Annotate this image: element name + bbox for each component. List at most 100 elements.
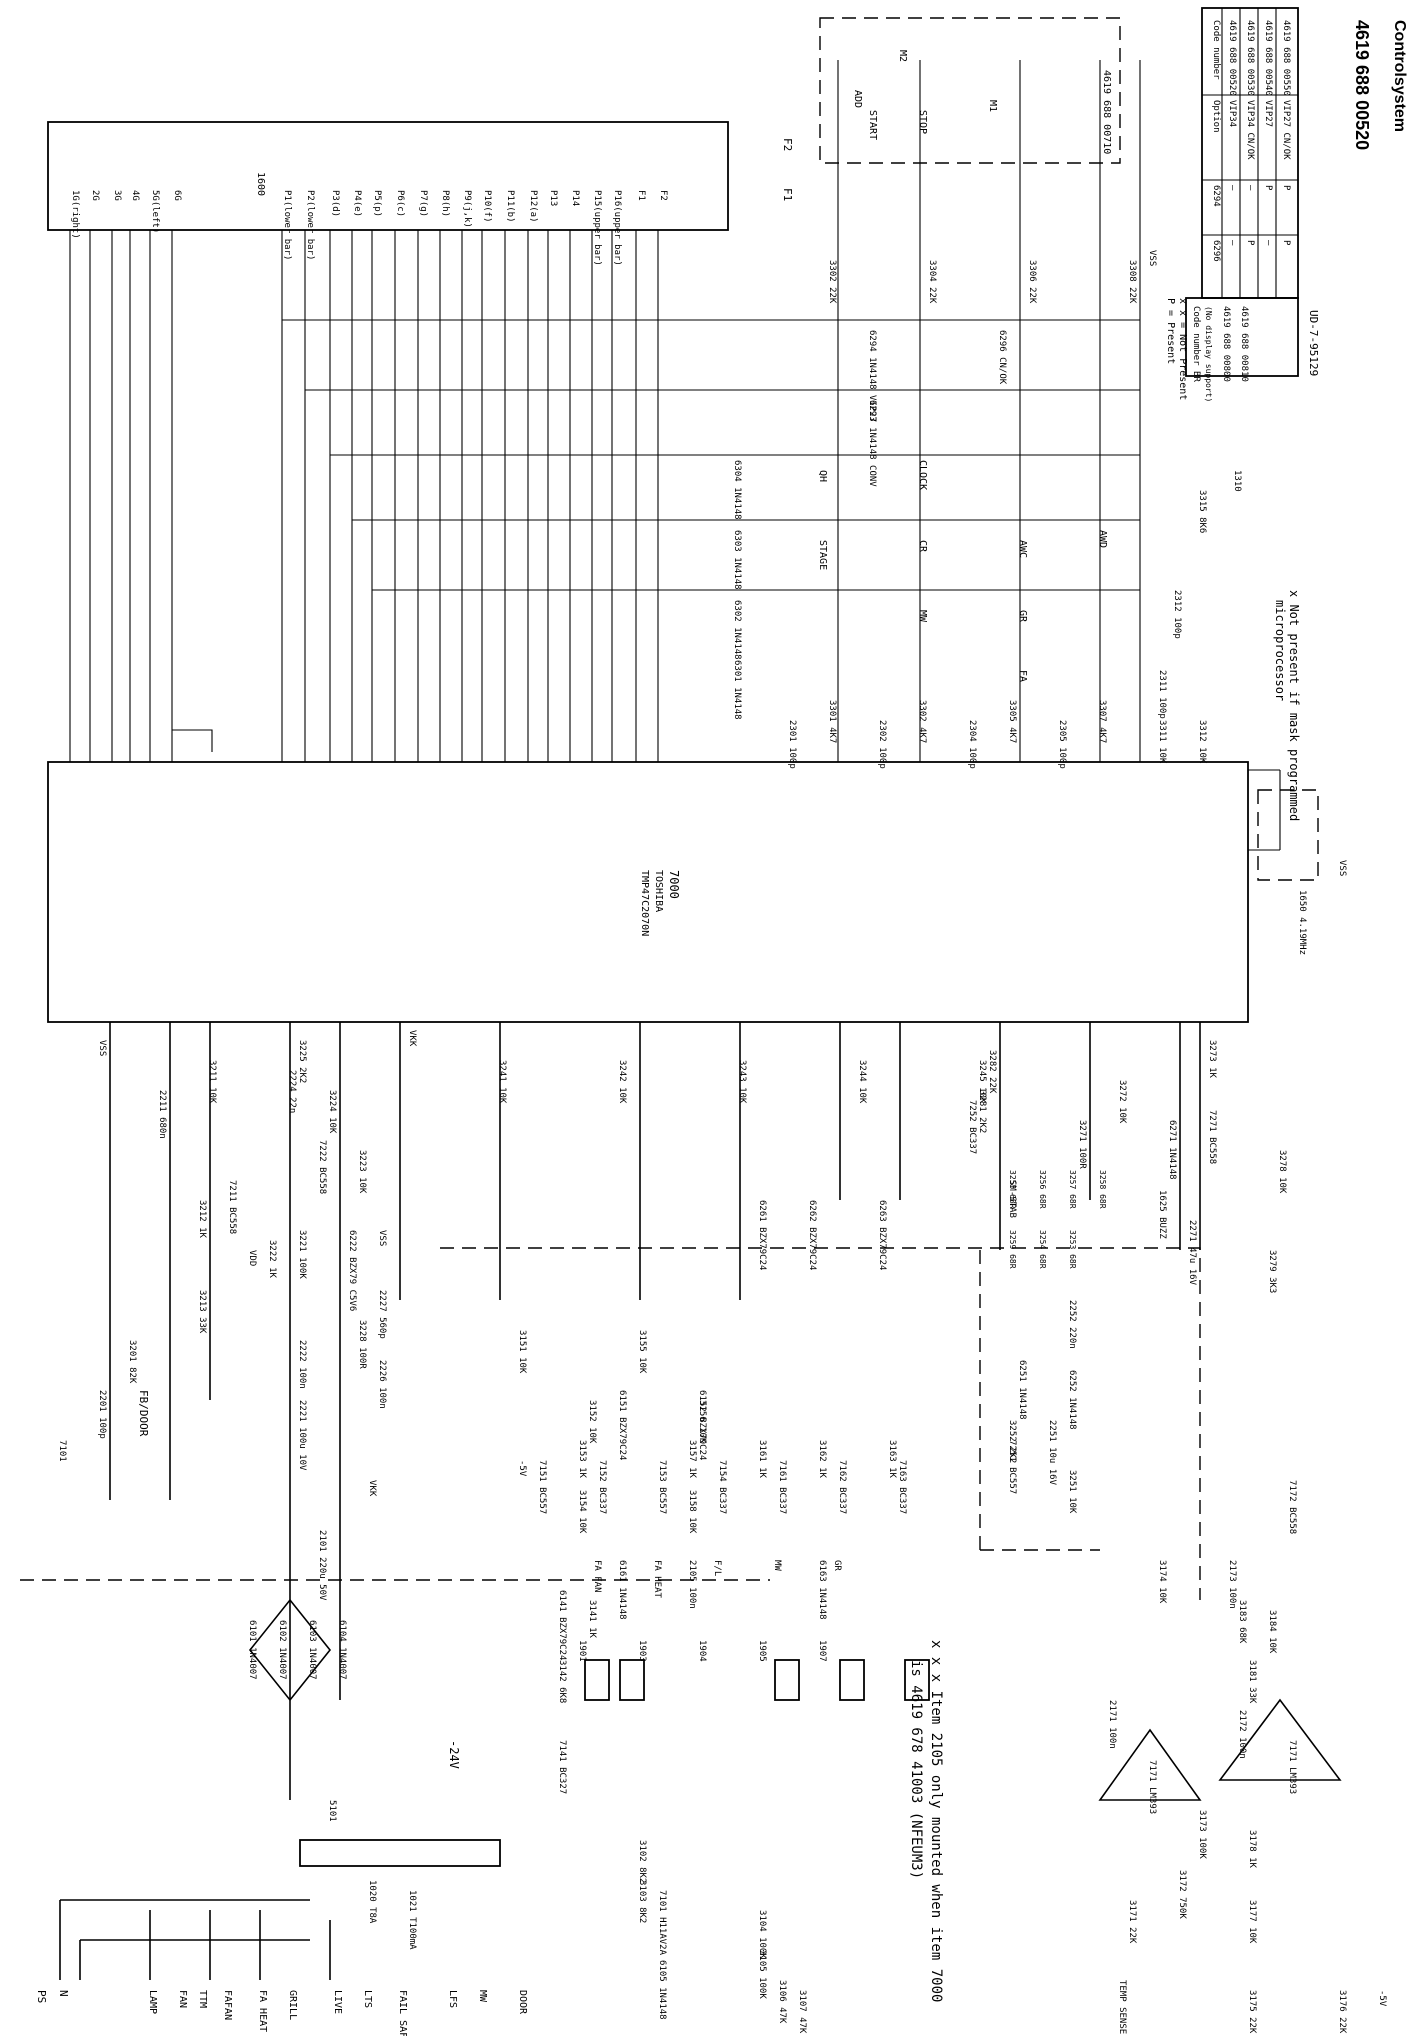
component-label: 2173 100n: [1227, 1560, 1237, 1609]
connector-1600-pin: 3G: [112, 190, 122, 201]
component-label: 3162 1K: [817, 1440, 827, 1479]
connector-1600-pin: 1G(right): [70, 190, 80, 239]
relay-driver-label: 7163 BC337: [897, 1460, 907, 1514]
component-label: 6252 1N4148: [1067, 1370, 1077, 1430]
component-label: 1021 T100mA: [407, 1890, 417, 1950]
res-label: 3243 10K: [737, 1060, 747, 1104]
component-label: 6262 BZX79C24: [807, 1200, 817, 1270]
component-label: SM-STAB: [1007, 1180, 1017, 1218]
res-array-label: 3257 68R: [1068, 1170, 1077, 1209]
mask-note-line1: x Not present if mask programmed: [1287, 590, 1301, 821]
res-array-label: 3254 68R: [1038, 1230, 1047, 1269]
rail-n: N: [57, 1990, 70, 1997]
keyboard-switch-label: STOP: [917, 110, 928, 134]
component-label: 2252 220n: [1067, 1300, 1077, 1349]
key-label: MW: [917, 610, 928, 623]
component-label: 3172 750K: [1177, 1870, 1187, 1919]
component-label: 2251 10u 16V: [1047, 1420, 1057, 1486]
relay-function-label: MW: [772, 1560, 782, 1571]
br-table-cell: 4619 688 00800: [1221, 306, 1231, 382]
keyscan-res-label: 3301 4K7: [827, 700, 837, 743]
option-table-cell: VIP34: [1227, 100, 1237, 127]
keyscan-cap-label: 2302 100p: [877, 720, 887, 769]
relay-driver-label: 7152 BC337: [597, 1460, 607, 1514]
component-label: 2172 100n: [1237, 1710, 1247, 1759]
connector-1600-pin: P15(upper bar): [592, 190, 602, 266]
main-ic-ref: 7000: [667, 870, 681, 899]
component-label: 3106 47K: [777, 1980, 787, 2024]
option-table-cell: —: [1227, 240, 1237, 246]
keyboard-switch-label: M2: [897, 50, 908, 62]
component-label: 1310: [1232, 470, 1242, 492]
option-table-cell: VIP27: [1263, 100, 1273, 127]
component-label: 5101: [327, 1800, 337, 1822]
keyscan-res-label: 3302 4K7: [917, 700, 927, 743]
component-label: 1625 BUZZ: [1157, 1190, 1167, 1239]
component-label: 6105 1N4148: [657, 1960, 667, 2020]
res-label: 3241 10K: [497, 1060, 507, 1104]
connector-label: FAN: [177, 1990, 188, 2008]
component-label: 3151 10K: [517, 1330, 527, 1374]
component-label: 7172 BC558: [1287, 1480, 1297, 1534]
relay-label: 1903: [637, 1640, 647, 1662]
connector-1600-pin: P2(lower bar): [305, 190, 315, 260]
drawing-id: UD-7-95129: [1307, 310, 1320, 376]
connector-1600-pin: P5(p): [372, 190, 382, 217]
main-ic-7000: 7000 TOSHIBA TMP47C2070N: [47, 761, 1249, 1023]
component-label: 3271 100R: [1077, 1120, 1087, 1169]
option-table-cell: 4619 688 00550: [1281, 20, 1291, 96]
res-label: 3244 10K: [857, 1060, 867, 1104]
connector-1600-pin: P7(g): [418, 190, 428, 217]
component-label: 7101 H11AV2A: [657, 1890, 667, 1956]
rail-label: VSS: [97, 1040, 107, 1056]
relay-driver-label: 7153 BC557: [657, 1460, 667, 1514]
key-matrix-wires: [282, 60, 1281, 851]
component-label: 3142 6K8: [557, 1660, 567, 1703]
component-label: 3278 10K: [1277, 1150, 1287, 1194]
component-label: 3251 10K: [1067, 1470, 1077, 1514]
keyscan-res-label: 3305 4K7: [1007, 700, 1017, 743]
res-label: 3242 10K: [617, 1060, 627, 1104]
component-label: 3228 100R: [357, 1320, 367, 1369]
relay-function-label: FA HEAT: [652, 1560, 662, 1599]
option-table-cell: P: [1281, 240, 1291, 246]
connector-1600-pin: P1(lower bar): [282, 190, 292, 260]
component-label: 3201 82K: [127, 1340, 137, 1384]
res-array-label: 3255 68R: [1008, 1170, 1017, 1209]
component-label: 3212 1K: [197, 1200, 207, 1239]
diode-label: 6293 1N4148 CONV: [867, 400, 877, 487]
connector-1600-pin: 2G: [90, 190, 100, 201]
component-label: 7222 BC558: [317, 1140, 327, 1194]
res-array-label: 3258 68R: [1098, 1170, 1107, 1209]
component-label: 3103 8K2: [637, 1880, 647, 1923]
rail-label: VSS: [1337, 860, 1347, 876]
connector-1600-pin: P8(h): [440, 190, 450, 217]
option-table-cell: 4619 688 00520: [1227, 20, 1237, 96]
keyscan-cap-label: 2304 100p: [967, 720, 977, 769]
main-ic-maker: TOSHIBA: [653, 870, 664, 912]
connector-label: FAFAN: [222, 1990, 233, 2020]
relay-label: 1905: [757, 1640, 767, 1662]
component-label: 2271 47u 16V: [1187, 1220, 1197, 1286]
component-label: 2222 100n: [297, 1340, 307, 1389]
component-label: 3178 1K: [1247, 1830, 1257, 1869]
connector-1600-pin: 6G: [172, 190, 182, 201]
key-label: QH: [817, 470, 828, 482]
option-table-header: Option: [1211, 100, 1221, 133]
connector-1600-pin: P13: [548, 190, 558, 206]
br-table: Code number BR(No display support)4619 6…: [1185, 297, 1299, 402]
rail-label: VDD: [247, 1250, 257, 1266]
option-table-grid: [1202, 94, 1298, 236]
connector-label: MW: [477, 1990, 488, 2003]
option-table-cell: 4619 688 00540: [1263, 20, 1273, 96]
component-label: 3105 100K: [757, 1950, 767, 1999]
component-label: 3183 68K: [1237, 1600, 1247, 1644]
component-label: 2211 680n: [157, 1090, 167, 1139]
component-label: 2201 100p: [97, 1390, 107, 1439]
component-label: 2105 100n: [687, 1560, 697, 1609]
